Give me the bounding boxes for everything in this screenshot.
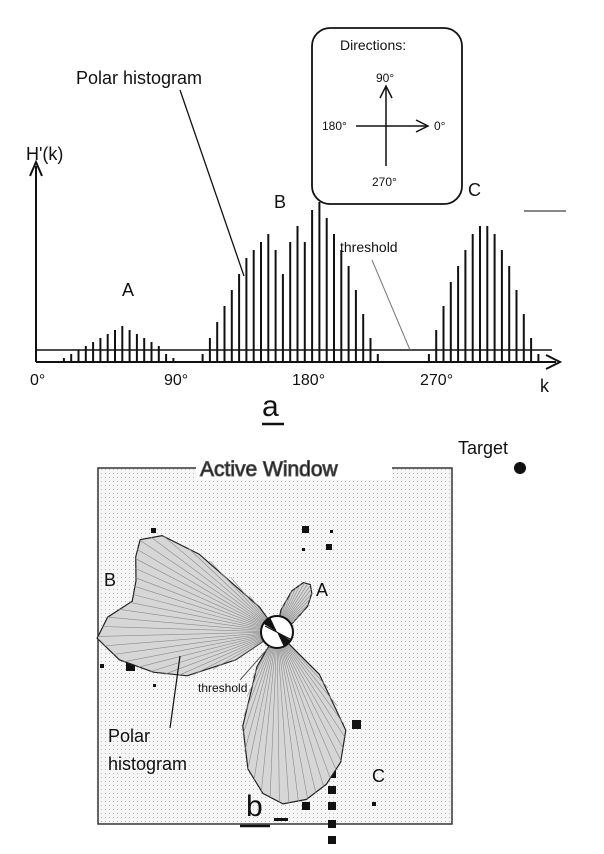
lobe-ray xyxy=(276,631,308,799)
polar-label-line2: histogram xyxy=(108,754,187,774)
lobe-label-a: A xyxy=(316,580,328,600)
lobe-ray xyxy=(253,631,278,781)
lobe-ray xyxy=(107,616,278,633)
polar-label-line1: Polar xyxy=(108,726,150,746)
direction-270: 270° xyxy=(372,175,397,189)
lobe-ray xyxy=(164,631,278,675)
lobe-ray xyxy=(242,631,278,735)
lobe-ray xyxy=(276,631,346,739)
direction-180: 180° xyxy=(322,119,347,133)
peak-label-b: B xyxy=(274,192,286,212)
lobe-ray xyxy=(261,631,278,792)
direction-0: 0° xyxy=(434,119,446,133)
lobe-ray xyxy=(151,536,278,633)
peak-label-c: C xyxy=(468,180,481,200)
robot-wedge-icon-2 xyxy=(277,632,290,647)
lobe-ray xyxy=(133,594,278,633)
lobe-ray xyxy=(187,547,278,633)
lobe-ray xyxy=(276,631,299,802)
x-axis-arrow xyxy=(545,354,563,370)
tick-270: 270° xyxy=(420,372,453,389)
callout-polar-leader xyxy=(179,89,245,277)
lobe-label-b: B xyxy=(104,570,116,590)
y-axis-arrow xyxy=(29,159,43,177)
callout-threshold-leader xyxy=(371,259,411,351)
lobe-ray xyxy=(276,631,324,787)
threshold-label: threshold xyxy=(198,681,247,695)
tick-90: 90° xyxy=(164,372,188,389)
lobe-ray xyxy=(139,540,278,633)
directions-box: Directions: 90° 180° 0° 270° xyxy=(311,27,463,205)
lobe-ray xyxy=(276,631,290,804)
tick-0: 0° xyxy=(30,372,45,389)
lobe-ray xyxy=(276,631,280,803)
compass-north-arrow-icon xyxy=(379,84,393,99)
compass-east-arrow-icon xyxy=(415,119,430,133)
target-dot xyxy=(514,462,526,474)
lobe-ray xyxy=(276,631,331,779)
lobe-label-c: C xyxy=(372,766,385,786)
panel-b: Target Active Window xyxy=(96,438,526,844)
polar-lobes xyxy=(96,534,347,805)
lobe-ray xyxy=(244,631,278,752)
lobe-ray xyxy=(112,631,278,655)
lobe-ray xyxy=(123,631,278,663)
lobe-ray xyxy=(135,568,278,633)
lobe-ray xyxy=(137,631,278,668)
lobe-ray xyxy=(276,631,317,793)
target-label: Target xyxy=(458,438,508,458)
direction-90: 90° xyxy=(376,71,394,85)
callout-threshold: threshold xyxy=(340,239,398,255)
lobe-ray xyxy=(247,631,278,769)
peak-label-a: A xyxy=(122,280,134,300)
lobe-ray xyxy=(276,631,344,750)
lobe-ray xyxy=(137,549,278,633)
y-axis-label: H'(k) xyxy=(26,144,63,164)
active-window-title: Active Window xyxy=(200,458,339,481)
histogram-bars xyxy=(62,202,540,362)
lobe-ray xyxy=(276,631,337,771)
lobe-ray xyxy=(102,626,278,633)
lobe-ray xyxy=(150,631,278,672)
panel-a: H'(k) k 0° 90° 180° 270° A B C Polar his… xyxy=(26,27,566,426)
lobe-ray xyxy=(104,631,278,647)
robot-line xyxy=(264,625,293,641)
threshold-leader xyxy=(239,645,271,681)
lobe-ray xyxy=(118,608,278,633)
lobe-ray xyxy=(135,558,278,633)
polar-leader xyxy=(169,655,181,729)
lobe-ray xyxy=(177,631,278,676)
caption-a: a xyxy=(262,390,279,423)
x-axis-label: k xyxy=(540,376,550,396)
lobe-ray xyxy=(130,602,278,633)
lobe-ray xyxy=(276,631,345,725)
directions-frame xyxy=(311,27,463,205)
directions-title: Directions: xyxy=(340,37,406,53)
caption-b: b xyxy=(246,790,263,823)
robot-wedge-icon xyxy=(264,617,277,632)
lobe-ray xyxy=(97,631,278,637)
active-window-title-bg xyxy=(196,456,392,480)
tick-180: 180° xyxy=(292,372,325,389)
lobe-ray xyxy=(269,631,278,798)
lobe-ray xyxy=(134,586,278,633)
lobe-ray xyxy=(163,535,278,633)
callout-polar-histogram: Polar histogram xyxy=(76,68,202,88)
lobe-ray xyxy=(135,577,278,633)
lobe-ray xyxy=(276,631,342,762)
